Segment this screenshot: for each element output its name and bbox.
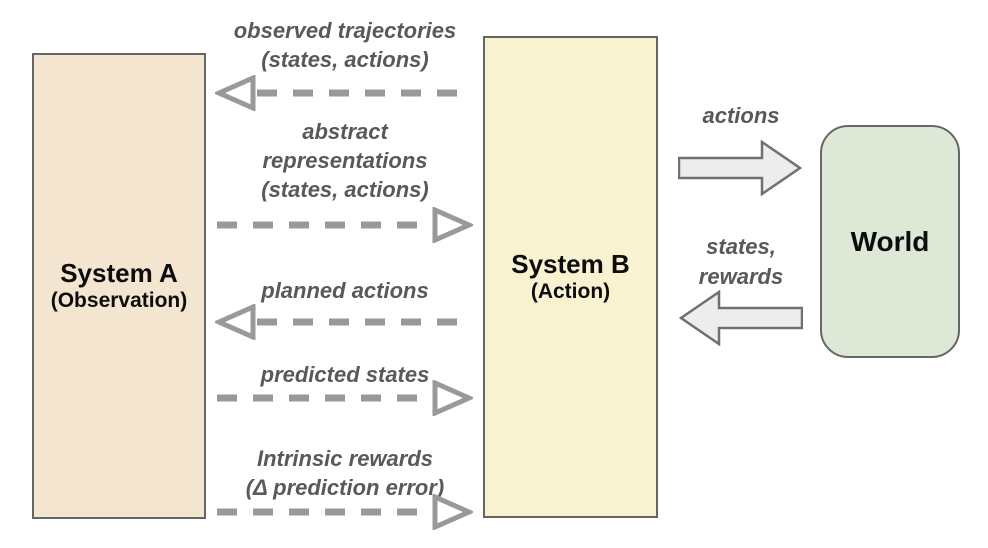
link-label-line: (Δ prediction error)	[245, 475, 445, 500]
dashed-arrow-right-icon	[217, 380, 473, 416]
dashed-arrow-left-icon	[215, 304, 471, 340]
link-label-abstract-representations: abstract representations (states, action…	[206, 117, 484, 204]
node-world: World	[820, 125, 960, 358]
system-a-subtitle: (Observation)	[50, 289, 188, 312]
link-label-line: actions	[702, 103, 780, 128]
link-label-line: predicted states	[260, 362, 430, 387]
system-b-title: System B	[511, 249, 630, 279]
world-title: World	[850, 225, 930, 257]
link-label-observed-trajectories: observed trajectories (states, actions)	[206, 16, 484, 74]
link-label-line: abstract	[302, 119, 388, 144]
link-label-line: states,	[706, 234, 776, 259]
link-label-line: observed trajectories	[233, 18, 457, 43]
link-label-planned-actions: planned actions	[206, 276, 484, 305]
link-label-intrinsic-rewards: Intrinsic rewards (Δ prediction error)	[206, 444, 484, 502]
link-label-actions: actions	[658, 101, 824, 131]
link-label-predicted-states: predicted states	[206, 360, 484, 389]
link-label-line: Intrinsic rewards	[256, 446, 434, 471]
dashed-arrow-right-icon	[217, 494, 473, 530]
node-system-a: System A (Observation)	[32, 53, 206, 519]
dashed-arrow-left-icon	[215, 75, 471, 111]
link-label-states-rewards: states, rewards	[658, 232, 824, 292]
block-arrow-left-icon	[678, 289, 803, 347]
system-b-subtitle: (Action)	[530, 280, 611, 303]
block-arrow-right-icon	[678, 139, 803, 197]
node-system-b: System B (Action)	[483, 36, 658, 518]
link-label-line: representations	[262, 148, 428, 173]
link-label-line: (states, actions)	[261, 47, 429, 72]
link-label-line: planned actions	[261, 278, 429, 303]
system-a-title: System A	[60, 258, 178, 288]
dashed-arrow-right-icon	[217, 207, 473, 243]
link-label-line: rewards	[698, 264, 784, 289]
link-label-line: (states, actions)	[261, 177, 429, 202]
